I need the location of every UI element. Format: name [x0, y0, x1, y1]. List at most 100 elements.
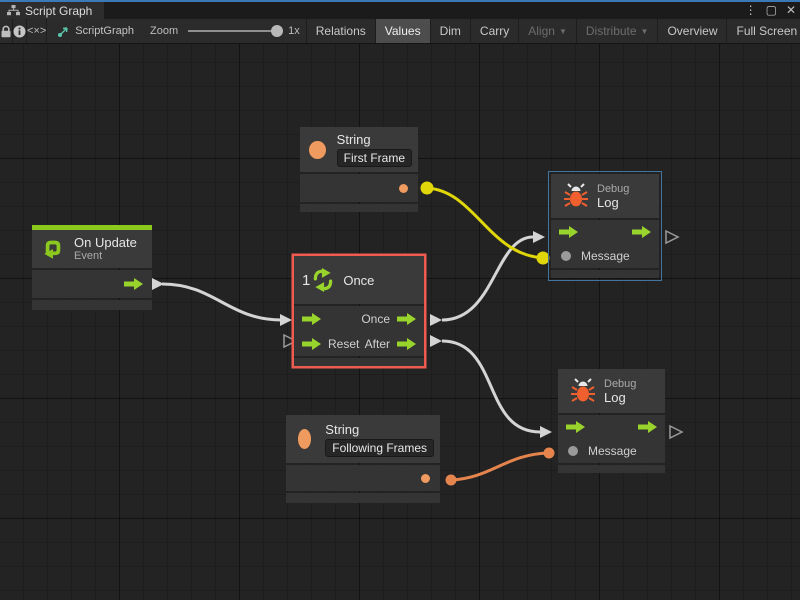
string-value-field[interactable]: First Frame — [336, 149, 412, 167]
distribute-label: Distribute — [585, 24, 637, 38]
string-type-icon — [309, 140, 326, 159]
maximize-icon[interactable]: ▢ — [765, 3, 777, 17]
zoom-label: Zoom — [149, 25, 179, 37]
wire-endpoint-dot — [543, 447, 555, 459]
dim-label: Dim — [439, 24, 461, 38]
once-out-label: Once — [361, 311, 390, 326]
node-title: Log — [604, 389, 626, 405]
once-cycle-icon — [314, 268, 333, 292]
lock-button[interactable] — [0, 19, 13, 43]
wire-string-to-debugbottom-message[interactable] — [450, 451, 550, 482]
wire-onupdate-to-once[interactable] — [161, 282, 283, 322]
dim-button[interactable]: Dim — [431, 19, 471, 43]
once-output-port[interactable] — [397, 312, 416, 325]
debug-bug-icon — [571, 378, 595, 402]
string-output-port[interactable] — [399, 183, 408, 193]
wire-start-triangle — [430, 335, 442, 347]
window-menu-icon[interactable]: ⋮ — [744, 3, 757, 17]
node-title: String — [336, 132, 371, 147]
string-value-field[interactable]: Following Frames — [325, 438, 434, 457]
once-count: 1 — [302, 271, 311, 289]
node-on-update[interactable]: On Update Event — [32, 225, 152, 310]
wire-endpoint-dot — [536, 251, 550, 265]
distribute-button[interactable]: Distribute ▼ — [577, 19, 659, 43]
align-label: Align — [528, 24, 555, 38]
relations-button[interactable]: Relations — [305, 19, 376, 43]
wire-once-to-debugtop[interactable] — [441, 235, 534, 322]
window-focus-line — [0, 0, 800, 2]
node-once[interactable]: 1 Once Once Reset After — [294, 256, 424, 366]
graph-canvas[interactable]: String First Frame On Update — [0, 44, 800, 600]
wire-string-to-debugtop-message[interactable] — [426, 186, 544, 260]
message-label: Message — [581, 249, 630, 263]
zoom-value: 1x — [288, 25, 300, 37]
debug-exit-port[interactable] — [638, 421, 657, 433]
align-dropdown-icon: ▼ — [558, 26, 567, 36]
reset-input-port[interactable] — [302, 337, 321, 350]
on-update-loop-icon — [44, 240, 61, 259]
node-title: Log — [597, 194, 619, 210]
wire-start-triangle — [152, 278, 164, 290]
info-icon — [13, 25, 26, 37]
trigger-output-port[interactable] — [124, 278, 143, 290]
distribute-dropdown-icon: ▼ — [640, 26, 649, 36]
code-icon: <×> — [27, 25, 47, 37]
node-footer — [558, 465, 665, 473]
carry-label: Carry — [479, 24, 510, 38]
tab-strip: Script Graph ⋮ ▢ ✕ — [0, 2, 800, 19]
debug-bug-icon — [564, 183, 588, 207]
once-enter-port[interactable] — [302, 312, 321, 325]
node-footer — [294, 358, 424, 366]
node-subtitle: Event — [74, 250, 103, 262]
reset-label: Reset — [328, 336, 360, 351]
node-footer — [551, 270, 659, 278]
zoom-control: Zoom 1x — [150, 19, 306, 43]
message-input-port[interactable] — [561, 251, 571, 261]
debug-exit-port[interactable] — [632, 226, 651, 238]
message-label: Message — [588, 444, 637, 458]
carry-button[interactable]: Carry — [471, 19, 520, 43]
graph-asset[interactable]: ScriptGraph — [47, 19, 144, 43]
values-button[interactable]: Values — [375, 19, 431, 43]
info-button[interactable] — [13, 19, 27, 43]
fullscreen-button[interactable]: Full Screen — [727, 19, 800, 43]
wire-arrowhead — [540, 426, 552, 438]
wire-once-to-debugbottom[interactable] — [441, 339, 541, 434]
graph-tab-icon — [7, 5, 20, 16]
string-output-port[interactable] — [421, 473, 430, 483]
debugbottom-out-outer-triangle[interactable] — [669, 424, 684, 440]
node-footer — [32, 300, 152, 310]
close-icon[interactable]: ✕ — [785, 3, 796, 17]
node-string-first-frame[interactable]: String First Frame — [300, 127, 418, 212]
window-controls: ⋮ ▢ ✕ — [745, 2, 796, 19]
graph-toolbar: <×> ScriptGraph Zoom 1x Relations Values… — [0, 19, 800, 44]
wire-endpoint-dot — [445, 474, 457, 486]
node-string-following-frames[interactable]: String Following Frames — [286, 415, 440, 503]
code-view-button[interactable]: <×> — [27, 19, 48, 43]
node-category: Debug — [604, 377, 637, 390]
node-title: String — [325, 421, 360, 437]
node-title: On Update — [74, 235, 137, 250]
tab-title: Script Graph — [25, 3, 93, 18]
wire-start-triangle — [430, 314, 442, 326]
scriptgraph-asset-icon — [58, 26, 68, 37]
debug-enter-port[interactable] — [566, 421, 585, 433]
overview-button[interactable]: Overview — [658, 19, 728, 43]
message-input-port[interactable] — [568, 446, 578, 456]
debug-enter-port[interactable] — [559, 226, 578, 238]
string-type-icon — [298, 429, 312, 449]
node-debug-log-bottom[interactable]: Debug Log Message — [558, 369, 665, 473]
fullscreen-label: Full Screen — [736, 24, 798, 38]
zoom-slider[interactable] — [188, 25, 284, 37]
node-title: Once — [343, 272, 375, 288]
node-category: Debug — [597, 182, 630, 195]
node-debug-log-top[interactable]: Debug Log Message — [548, 171, 662, 281]
after-output-port[interactable] — [397, 337, 416, 350]
tab-script-graph[interactable]: Script Graph — [0, 2, 105, 19]
zoom-slider-handle[interactable] — [271, 25, 284, 37]
after-label: After — [364, 336, 390, 351]
debugtop-out-outer-triangle[interactable] — [665, 229, 680, 245]
align-button[interactable]: Align ▼ — [519, 19, 577, 43]
values-label: Values — [384, 24, 421, 38]
